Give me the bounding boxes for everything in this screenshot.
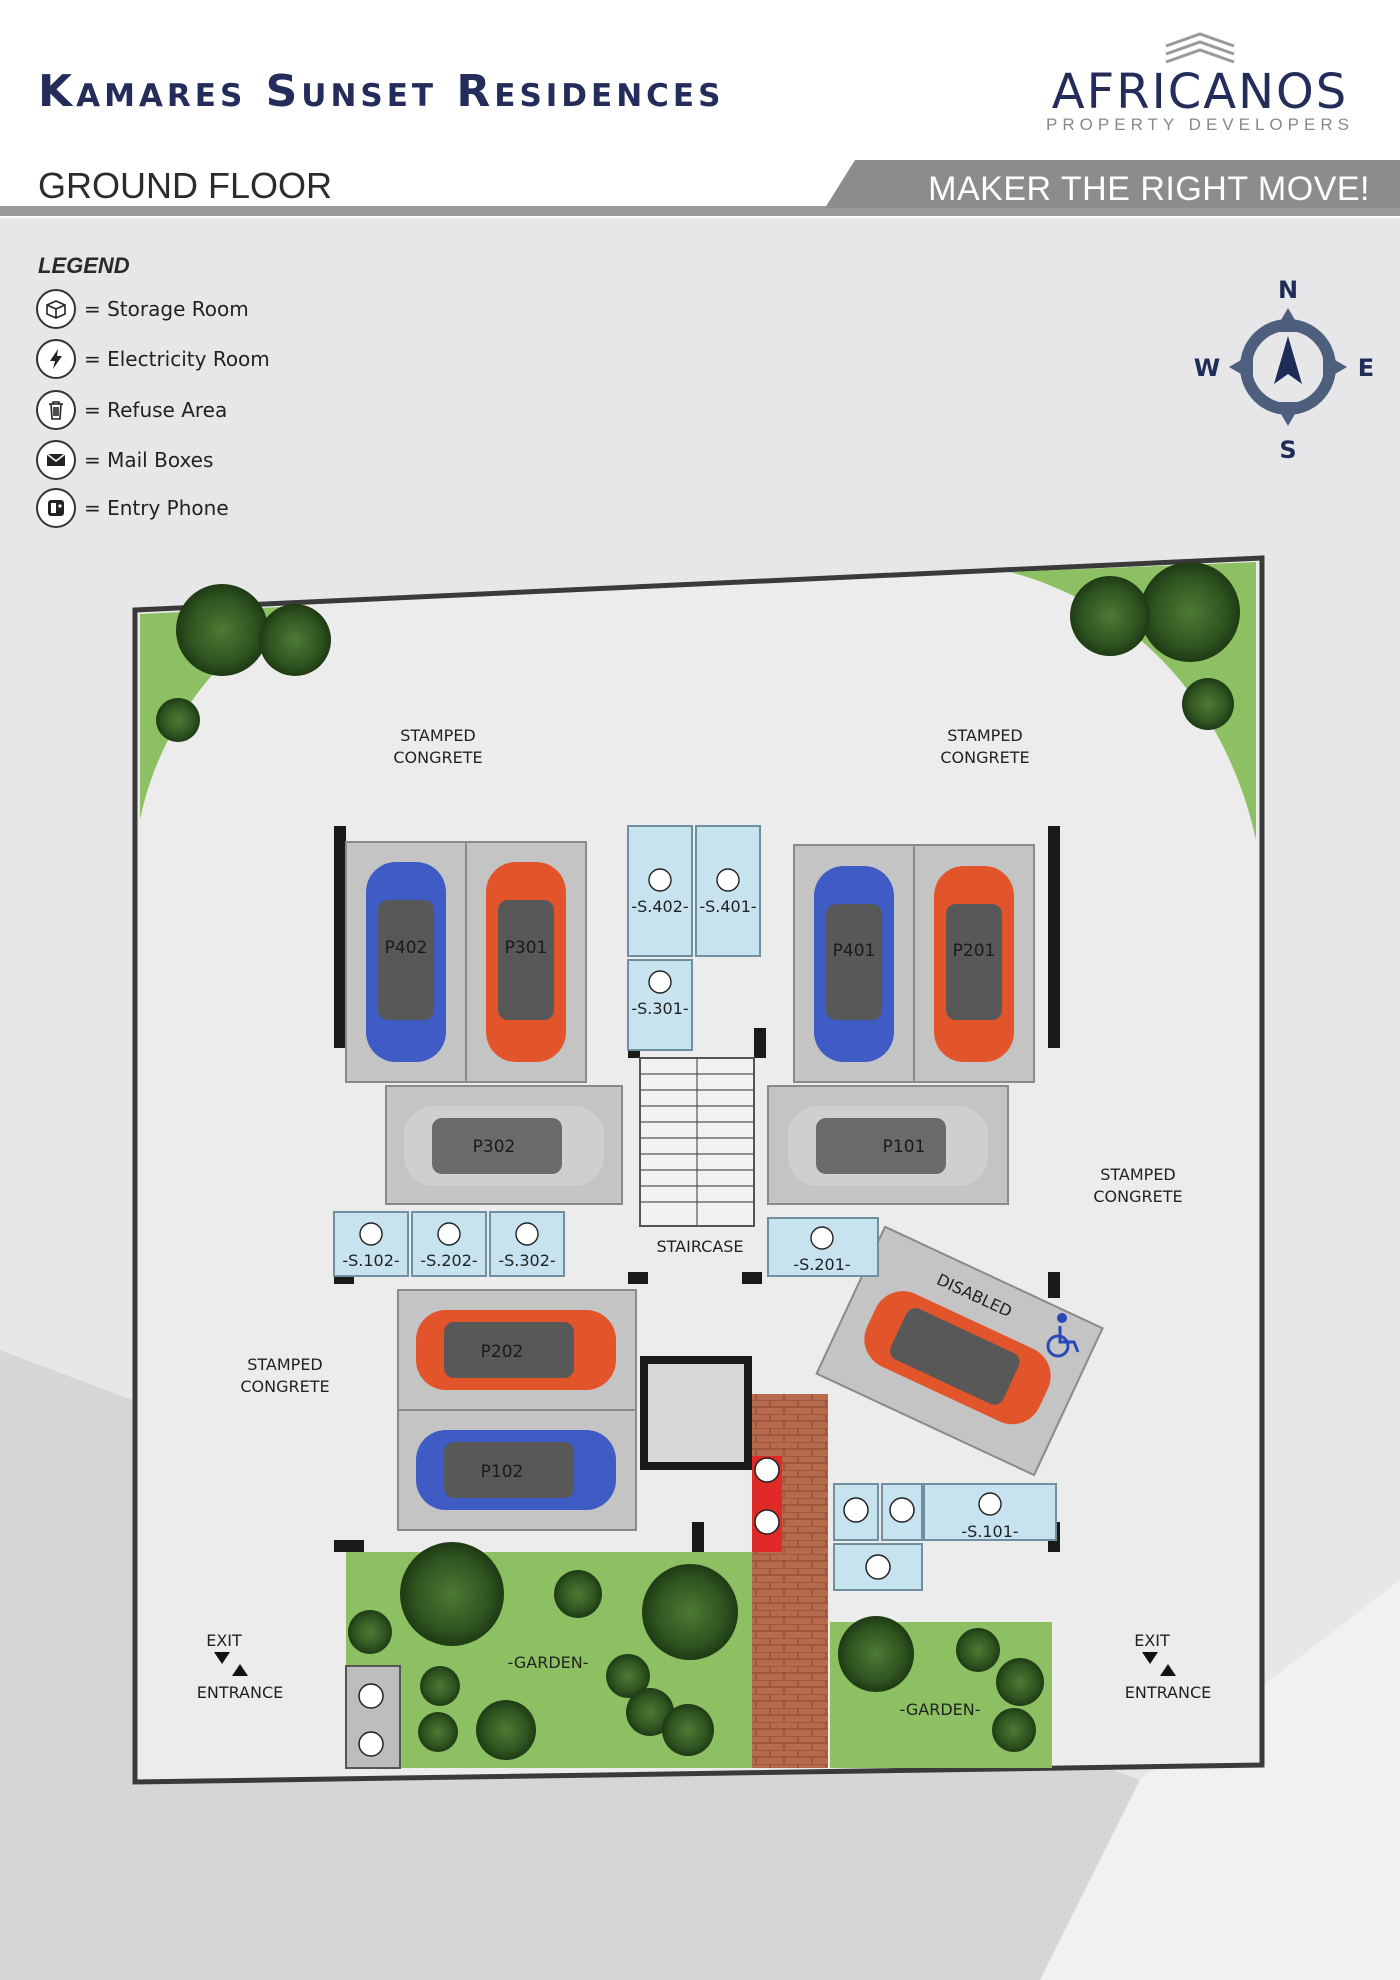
legend-item-electricity: = Electricity Room bbox=[36, 338, 270, 380]
legend-item-refuse: = Refuse Area bbox=[36, 389, 227, 431]
car-p302: P302 bbox=[404, 1106, 604, 1186]
compass-rose: N E S W bbox=[1194, 276, 1374, 464]
compass-east: E bbox=[1358, 354, 1374, 382]
compass-south: S bbox=[1279, 436, 1296, 464]
legend-label: = Entry Phone bbox=[84, 496, 229, 520]
compass-west: W bbox=[1194, 354, 1220, 382]
brick-walkway bbox=[752, 1394, 828, 1768]
parking-label: P101 bbox=[883, 1137, 926, 1157]
svg-text:CONGRETE: CONGRETE bbox=[393, 748, 482, 767]
legend-label: = Mail Boxes bbox=[84, 448, 214, 472]
entrance-arrow-icon bbox=[232, 1664, 248, 1676]
entry-phone-icon bbox=[754, 1457, 780, 1483]
stamped-concrete-label: STAMPED CONGRETE bbox=[1093, 1165, 1182, 1206]
svg-text:STAMPED: STAMPED bbox=[947, 726, 1023, 745]
exit-arrow-icon bbox=[214, 1652, 230, 1664]
svg-text:-S.402-: -S.402- bbox=[631, 897, 688, 916]
storage-labels: -S.402- -S.401- -S.301- -S.102- -S.202- … bbox=[342, 897, 1018, 1541]
wheelchair-icon bbox=[1046, 1313, 1080, 1358]
svg-text:CONGRETE: CONGRETE bbox=[1093, 1187, 1182, 1206]
entry-phone-icon bbox=[36, 488, 76, 528]
legend-item-storage: = Storage Room bbox=[36, 288, 249, 330]
logo-subtitle: PROPERTY DEVELOPERS bbox=[1046, 115, 1354, 134]
car-p101: P101 bbox=[788, 1106, 988, 1186]
svg-text:STAMPED: STAMPED bbox=[1100, 1165, 1176, 1184]
garden-corner-nw bbox=[140, 606, 300, 820]
africanos-logo: AFRICANOS PROPERTY DEVELOPERS bbox=[1030, 30, 1370, 140]
legend-label: = Refuse Area bbox=[84, 398, 228, 422]
svg-text:ENTRANCE: ENTRANCE bbox=[1125, 1683, 1212, 1702]
floor-title: GROUND FLOOR bbox=[38, 165, 333, 206]
parking-label: P401 bbox=[833, 941, 876, 961]
stamped-concrete-label: STAMPED CONGRETE bbox=[393, 726, 482, 767]
slogan: MAKER THE RIGHT MOVE! bbox=[928, 170, 1370, 208]
compass-north: N bbox=[1278, 276, 1298, 304]
stamped-concrete-label: STAMPED CONGRETE bbox=[940, 726, 1029, 767]
mail-boxes-icon bbox=[36, 440, 76, 480]
structural-columns bbox=[334, 826, 1060, 1552]
car-p201: P201 bbox=[934, 866, 1014, 1062]
parking-label: P201 bbox=[953, 941, 996, 961]
parking-label: P402 bbox=[385, 938, 428, 958]
entrance-arrow-icon bbox=[1160, 1664, 1176, 1676]
svg-text:-S.302-: -S.302- bbox=[498, 1251, 555, 1270]
page-title: Kamares Sunset Residences bbox=[38, 66, 725, 117]
storage-room-icon bbox=[359, 868, 1002, 1516]
svg-text:EXIT: EXIT bbox=[206, 1631, 242, 1650]
svg-text:-S.102-: -S.102- bbox=[342, 1251, 399, 1270]
legend-item-entry-phone: = Entry Phone bbox=[36, 487, 229, 529]
refuse-area-icon bbox=[36, 390, 76, 430]
storage-room-icon bbox=[36, 289, 76, 329]
stair-treads bbox=[640, 1058, 754, 1226]
svg-text:-S.401-: -S.401- bbox=[699, 897, 756, 916]
legend-title: LEGEND bbox=[38, 253, 130, 278]
svg-text:STAMPED: STAMPED bbox=[400, 726, 476, 745]
car-p202: P202 bbox=[416, 1310, 616, 1390]
roof-logo-icon bbox=[1165, 32, 1235, 64]
parking-label: P301 bbox=[505, 938, 548, 958]
svg-text:-S.301-: -S.301- bbox=[631, 999, 688, 1018]
exit-arrow-icon bbox=[1142, 1652, 1158, 1664]
garden-label: -GARDEN- bbox=[508, 1653, 589, 1672]
refuse-area-icon bbox=[358, 1731, 384, 1757]
svg-text:ENTRANCE: ENTRANCE bbox=[197, 1683, 284, 1702]
parking-label: P202 bbox=[481, 1342, 524, 1362]
legend-label: = Electricity Room bbox=[84, 347, 270, 371]
exit-entrance-west: EXIT ENTRANCE bbox=[197, 1631, 284, 1702]
svg-text:EXIT: EXIT bbox=[1134, 1631, 1170, 1650]
mail-boxes-icon bbox=[754, 1509, 780, 1535]
svg-text:-S.202-: -S.202- bbox=[420, 1251, 477, 1270]
electricity-room-icon bbox=[843, 1497, 915, 1580]
car-p401: P401 bbox=[814, 866, 894, 1062]
svg-text:-S.101-: -S.101- bbox=[961, 1522, 1018, 1541]
legend-item-mail: = Mail Boxes bbox=[36, 439, 213, 481]
disabled-parking: DISABLED bbox=[815, 1225, 1104, 1477]
exit-entrance-east: EXIT ENTRANCE bbox=[1125, 1631, 1212, 1702]
tree-cluster bbox=[156, 562, 1240, 1760]
refuse-area-icon bbox=[358, 1683, 384, 1709]
legend-label: = Storage Room bbox=[84, 297, 249, 321]
logo-name: AFRICANOS bbox=[1051, 64, 1349, 120]
stamped-concrete-label: STAMPED CONGRETE bbox=[240, 1355, 329, 1396]
svg-text:CONGRETE: CONGRETE bbox=[940, 748, 1029, 767]
svg-text:CONGRETE: CONGRETE bbox=[240, 1377, 329, 1396]
svg-text:STAMPED: STAMPED bbox=[247, 1355, 323, 1374]
parking-label: P302 bbox=[473, 1137, 516, 1157]
parking-label: P102 bbox=[481, 1462, 524, 1482]
car-p102: P102 bbox=[416, 1430, 616, 1510]
garden-label: -GARDEN- bbox=[900, 1700, 981, 1719]
svg-text:-S.201-: -S.201- bbox=[793, 1255, 850, 1274]
car-p402: P402 bbox=[366, 862, 446, 1062]
car-p301: P301 bbox=[486, 862, 566, 1062]
staircase-label: STAIRCASE bbox=[656, 1237, 743, 1256]
lift-shaft bbox=[640, 1356, 752, 1470]
electricity-room-icon bbox=[36, 339, 76, 379]
